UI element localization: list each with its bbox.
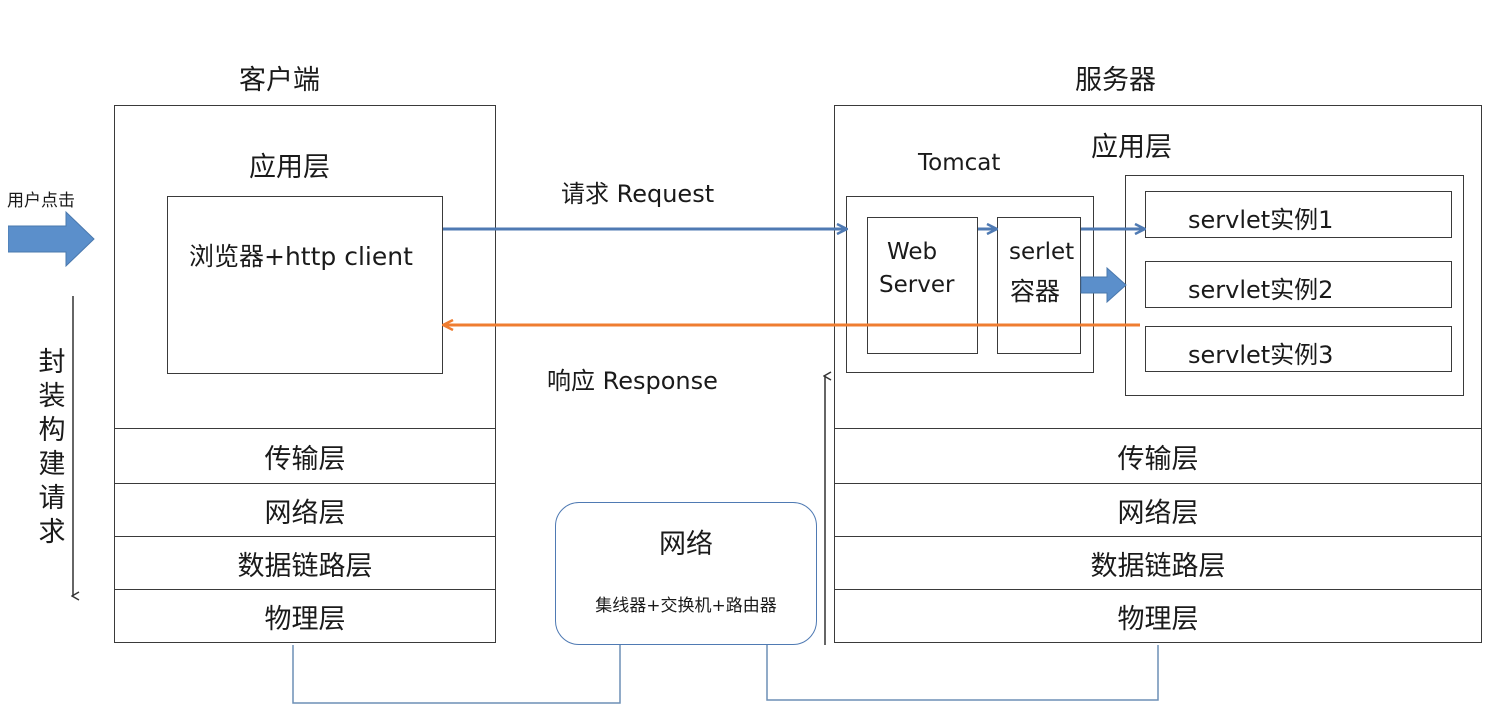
servlet-instance-3	[1145, 326, 1452, 372]
web-server-label-line2: Server	[879, 272, 955, 298]
response-label: 响应 Response	[547, 367, 718, 395]
request-label: 请求 Request	[561, 180, 715, 208]
client-network-cable	[292, 645, 621, 704]
servlet-instance-3-label: servlet实例3	[1188, 341, 1334, 369]
client-layer-physical: 物理层	[114, 589, 496, 643]
server-layer-network: 网络层	[834, 483, 1482, 536]
web-server-box	[867, 217, 978, 354]
servlet-instance-1	[1145, 191, 1452, 238]
server-layer-transport: 传输层	[834, 428, 1482, 483]
tomcat-label: Tomcat	[918, 150, 1001, 176]
network-devices: 集线器+交换机+路由器	[595, 596, 777, 616]
servlet-instance-2	[1145, 261, 1452, 308]
servlet-instance-1-label: servlet实例1	[1188, 206, 1334, 234]
network-box	[555, 502, 817, 645]
servlet-instance-2-label: servlet实例2	[1188, 276, 1334, 304]
encapsulate-request-label: 封 装 构 建 请 求	[34, 346, 70, 550]
client-layer-datalink: 数据链路层	[114, 536, 496, 589]
client-app-layer: 应用层	[249, 152, 330, 183]
server-stack	[834, 105, 1482, 643]
user-click-label: 用户点击	[7, 191, 75, 211]
encapsulate-char: 构	[38, 415, 66, 446]
web-server-label-line1: Web	[887, 239, 938, 265]
encapsulate-char: 请	[38, 483, 66, 514]
container-label-line2: 容器	[1010, 277, 1061, 306]
user-click-arrow-icon	[8, 210, 95, 268]
encapsulate-char: 建	[38, 449, 66, 480]
client-layer-transport: 传输层	[114, 428, 496, 483]
browser-box	[167, 196, 443, 374]
client-title: 客户端	[239, 65, 320, 96]
client-layer-network: 网络层	[114, 483, 496, 536]
dispatch-arrow-icon	[1080, 266, 1127, 304]
encapsulate-char: 求	[38, 517, 66, 548]
browser-label: 浏览器+http client	[189, 242, 413, 271]
container-label-line1: serlet	[1009, 239, 1075, 265]
server-app-layer: 应用层	[1091, 132, 1172, 163]
client-stack	[114, 105, 496, 643]
server-layer-datalink: 数据链路层	[834, 536, 1482, 589]
encapsulate-char: 封	[38, 347, 66, 378]
server-layer-physical: 物理层	[834, 589, 1482, 643]
network-server-cable	[766, 645, 1159, 701]
encapsulate-char: 装	[38, 381, 66, 412]
network-title: 网络	[659, 529, 713, 560]
server-title: 服务器	[1075, 65, 1156, 96]
